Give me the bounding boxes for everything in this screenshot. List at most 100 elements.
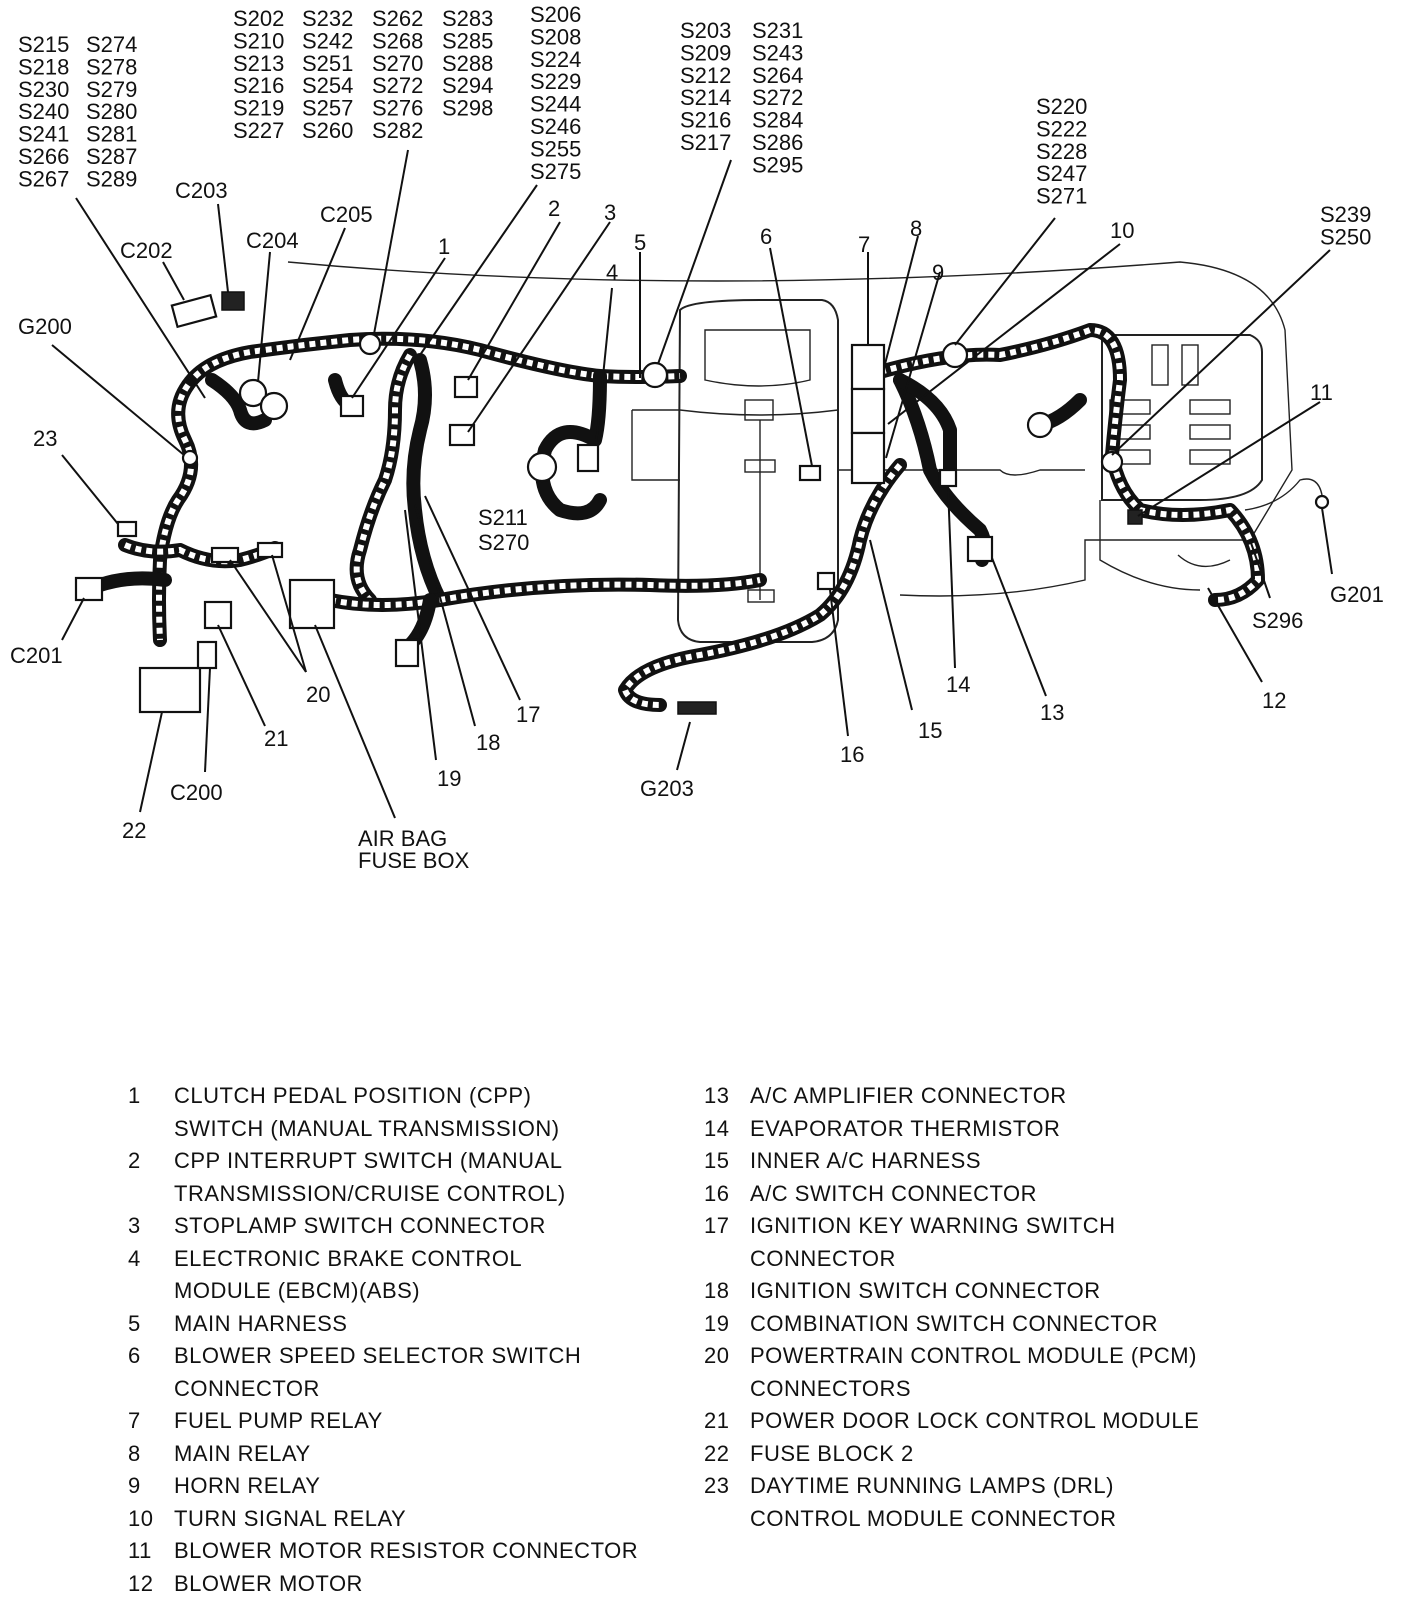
label-15: 15 [918,718,942,743]
legend-number: 5 [128,1310,141,1336]
label-19: 19 [437,766,461,791]
relay-block [850,343,886,485]
splice-label: S246 [530,114,581,139]
dashboard-outline [287,261,1293,643]
splice-label: S231 [752,18,803,43]
legend-number: 2 [128,1148,141,1173]
stoplamp-connector [448,423,476,447]
label-20: 20 [306,682,330,707]
splice-label: S203 [680,18,731,43]
label-c201: C201 [10,643,63,668]
splice-label: S244 [530,92,581,117]
legend-description: STOPLAMP SWITCH CONNECTOR [174,1213,546,1238]
label-airbag-1: AIR BAG [358,826,447,851]
splice-label: S209 [680,40,731,65]
turn-signal-splice [941,341,969,369]
label-g200: G200 [18,314,72,339]
blower-box-grid [1109,344,1231,465]
legend-number: 10 [128,1505,154,1531]
legend-description: BLOWER SPEED SELECTOR SWITCH CONNECTOR [174,1343,582,1401]
label-c203: C203 [175,178,228,203]
legend-description: MAIN RELAY [174,1440,311,1466]
splice-label: S227 [233,118,284,143]
legend-number: 23 [704,1473,730,1498]
label-g201: G201 [1330,582,1384,607]
legend-description: EVAPORATOR THERMISTOR [750,1115,1061,1141]
legend-description: FUSE BLOCK 2 [750,1440,914,1466]
splice-label: S250 [1320,224,1371,249]
drl-connector [116,520,138,538]
label-13: 13 [1040,700,1064,725]
label-12: 12 [1262,688,1286,713]
splice-label: S260 [302,118,353,143]
splice-label: S270 [372,51,423,76]
legend-description: IGNITION SWITCH CONNECTOR [750,1278,1101,1303]
label-2: 2 [548,196,560,221]
blower-resistor-connector [1127,509,1143,525]
splice-label: S267 [18,166,69,191]
cpp-interrupt-connector [453,375,479,399]
evaporator-splice [1026,411,1054,439]
splice-label: S219 [233,96,284,121]
splice-label: S264 [752,63,803,88]
splice-label: S276 [372,96,423,121]
label-s211: S211 [478,505,528,530]
label-9: 9 [932,260,944,285]
splice-label: S280 [86,99,137,124]
splice-label: S295 [752,152,803,177]
splice-label: S208 [530,24,581,49]
pcm-connector-a [210,546,240,564]
splice-label: S255 [530,136,581,161]
splice-label: S284 [752,108,803,133]
legend-number: 4 [128,1245,141,1271]
splice-label: S216 [233,73,284,98]
door-lock-module [203,600,233,630]
legend-description: COMBINATION SWITCH CONNECTOR [750,1310,1158,1336]
label-17: 17 [516,702,540,727]
evaporator-thermistor [938,468,958,488]
legend-number: 19 [704,1310,730,1336]
label-1: 1 [438,234,450,259]
splice-label: S298 [442,96,493,121]
legend-description: INNER A/C HARNESS [750,1148,981,1173]
label-airbag-2: FUSE BOX [358,848,470,873]
splice-label: S242 [302,28,353,53]
splice-label: S257 [302,96,353,121]
legend-number: 14 [704,1115,730,1141]
splice-label: S286 [752,130,803,155]
g203-ground [677,701,717,715]
splice-label: S217 [680,130,731,155]
legend-number: 1 [128,1083,141,1108]
splice-label: S243 [752,40,803,65]
legend-description: A/C SWITCH CONNECTOR [750,1180,1038,1206]
legend-number: 8 [128,1440,141,1466]
legend-number: 16 [704,1180,730,1206]
splice-label: S281 [86,122,137,147]
legend-description: HORN RELAY [174,1473,321,1498]
legend-description: BLOWER MOTOR RESISTOR CONNECTOR [174,1538,639,1563]
splice-label: S202 [233,6,284,31]
legend-number: 18 [704,1278,730,1303]
splice-label: S251 [302,51,353,76]
legend-item: 5 MAIN HARNESS [128,1308,688,1341]
label-11: 11 [1310,380,1333,405]
legend-description: MAIN HARNESS [174,1310,348,1336]
legend-number: 7 [128,1408,141,1433]
fuse-block-2 [138,666,202,714]
